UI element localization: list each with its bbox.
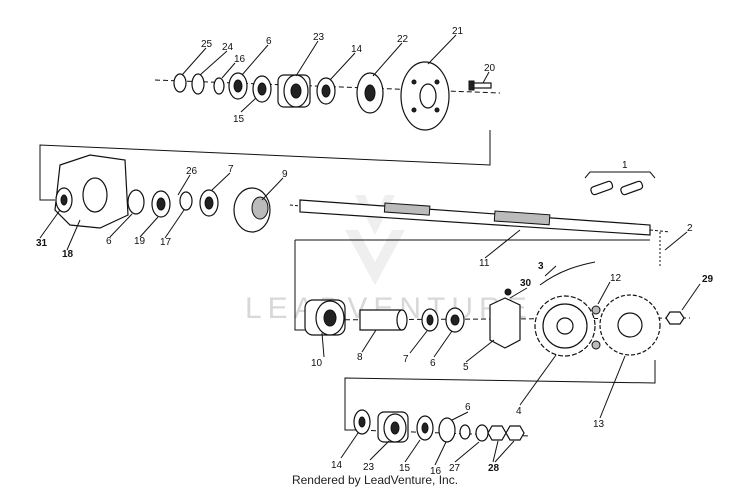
callout-31: 31 [36,238,48,249]
washer-27 [475,424,489,442]
callout-6-low: 6 [430,358,436,369]
callout-6: 6 [266,36,272,47]
nut-28a [487,425,507,441]
callout-15-low: 15 [399,463,411,474]
callout-10: 10 [311,358,323,369]
callout-7: 7 [228,164,234,175]
bottom-leaders [340,411,515,466]
nut-29 [665,311,685,325]
callout-27: 27 [449,463,461,474]
callout-23: 23 [313,32,325,43]
callout-24: 24 [222,42,234,53]
footer-credit: Rendered by LeadVenture, Inc. [291,473,459,487]
callout-3: 3 [538,261,544,272]
ring-17 [179,191,193,211]
callout-26: 26 [186,166,198,177]
callout-4: 4 [516,406,522,417]
callout-16: 16 [234,54,246,65]
callout-14-low: 14 [331,460,343,471]
bearing-6-bottom [438,417,456,443]
callout-8: 8 [357,352,363,363]
callout-2: 2 [687,223,693,234]
callout-15: 15 [233,114,245,125]
snap-ring-16 [213,77,225,95]
callout-1: 1 [622,160,628,171]
callout-18: 18 [62,249,74,260]
callout-16-low: 16 [430,466,442,477]
callout-19: 19 [134,236,146,247]
top-assembly [39,61,501,201]
seal-25 [173,73,187,93]
callout-22: 22 [397,34,409,45]
axle-11 [299,199,651,236]
sprocket-assembly [304,261,691,431]
callout-6-bottom: 6 [465,402,471,413]
middle-leaders [39,172,688,259]
callout-28: 28 [488,463,500,474]
callout-7-low: 7 [403,354,409,365]
nut-28b [505,425,525,441]
callout-25: 25 [201,39,213,50]
stud-12 [591,305,601,315]
callout-9: 9 [282,169,288,180]
spacer-8 [359,309,403,331]
callout-5: 5 [463,362,469,373]
callout-6-mid: 6 [106,236,112,247]
callout-12: 12 [610,273,622,284]
lower-leaders [321,265,701,419]
callout-17: 17 [160,237,172,248]
snap-ring-16-low [459,424,471,440]
callout-29: 29 [702,274,714,285]
top-leaders [181,34,490,113]
callout-21: 21 [452,26,464,37]
middle-assembly [54,154,671,331]
bottom-assembly [353,409,531,443]
sprocket-hub-5 [489,297,521,349]
ring-24 [191,73,205,95]
callout-labels: 25 24 16 6 23 14 22 21 20 15 1 26 7 9 31… [36,26,714,477]
callout-11: 11 [479,258,490,269]
callout-20: 20 [484,63,496,74]
callout-14: 14 [351,44,363,55]
callout-13: 13 [593,419,605,430]
callout-30: 30 [520,278,532,289]
bearing-6-mid [127,189,145,215]
callout-23-low: 23 [363,462,375,473]
